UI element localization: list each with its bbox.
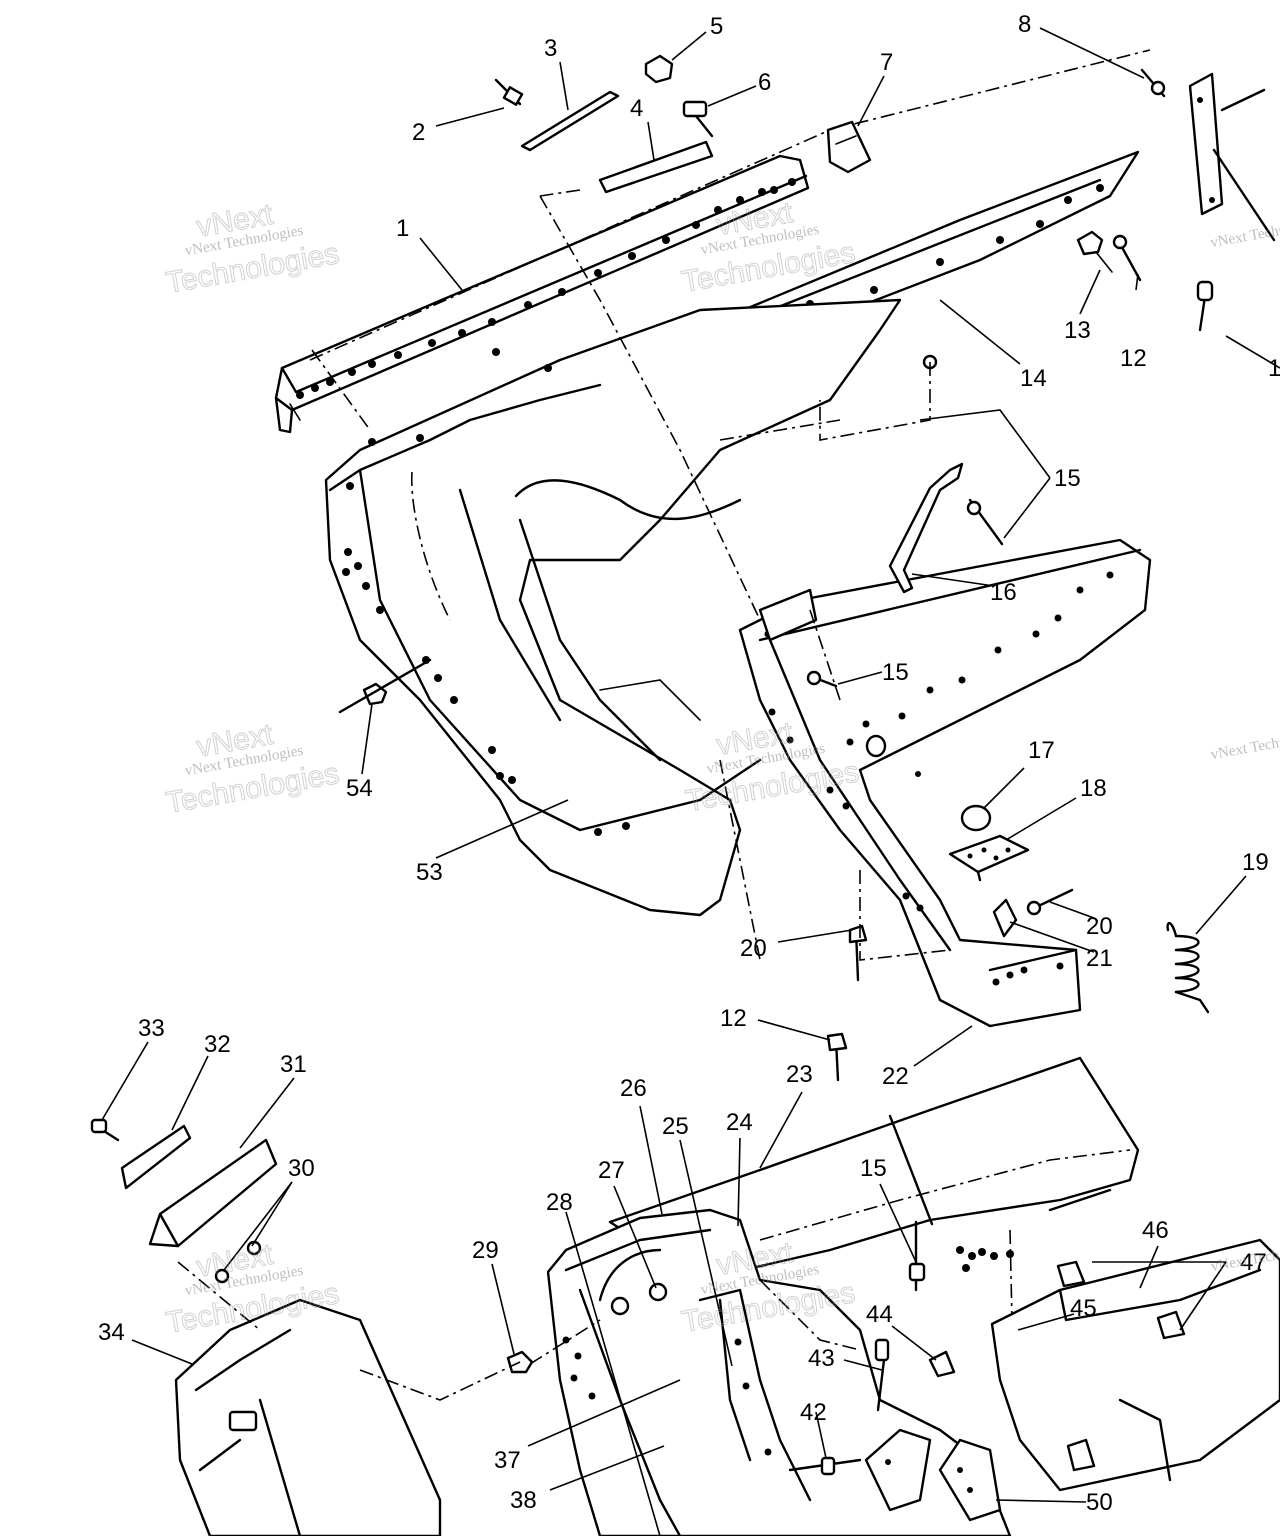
callout-54: 54 (346, 775, 373, 802)
callout-31: 31 (280, 1051, 307, 1078)
part-54-nut (338, 658, 432, 714)
callout-7: 7 (880, 49, 893, 76)
callout-25: 25 (662, 1113, 689, 1140)
callout-32: 32 (204, 1031, 231, 1058)
part-20-rivet-left (848, 924, 868, 982)
watermark-text: vNext Technologies (1209, 727, 1280, 764)
callout-21: 21 (1086, 945, 1113, 972)
part-15-rivet-lower (908, 1220, 1014, 1292)
part-20-rivet-right (1026, 888, 1074, 916)
callout-12-upper: 12 (1120, 345, 1147, 372)
callout-16: 16 (990, 579, 1017, 606)
callout-3: 3 (544, 35, 557, 62)
callout-4: 4 (630, 95, 643, 122)
part-43-bolt (874, 1338, 890, 1412)
part-21-clamp (992, 898, 1018, 938)
part-8-bolt (1140, 68, 1166, 98)
watermarks: vNext vNext Technologies Technologies vN… (163, 196, 1280, 1341)
callout-38: 38 (510, 1487, 537, 1514)
watermark-text: vNext Technologies (1209, 215, 1280, 252)
callout-19: 19 (1242, 849, 1269, 876)
callout-20-right: 20 (1086, 913, 1113, 940)
part-16-strap (888, 462, 964, 594)
callout-34: 34 (98, 1319, 125, 1346)
part-13-nut (1076, 230, 1113, 273)
callout-46: 46 (1142, 1217, 1169, 1244)
part-6-bolt (682, 100, 714, 138)
part-19-spring (1166, 922, 1210, 1014)
callout-24: 24 (726, 1109, 753, 1136)
part-5-nut (644, 54, 674, 84)
part-rivet-right-edge (1196, 280, 1214, 332)
part-33-screw (90, 1118, 120, 1142)
part-44-clip (928, 1350, 956, 1378)
part-15-rivet-mid (806, 670, 838, 688)
callout-1-cut: 1 (1268, 355, 1280, 382)
part-17-cap (865, 734, 992, 832)
leader-lines (101, 27, 1280, 1536)
part-30-screws (177, 1240, 521, 1401)
callout-29: 29 (472, 1237, 499, 1264)
callout-15-upper: 15 (1054, 465, 1081, 492)
callout-28: 28 (546, 1189, 573, 1216)
callout-26: 26 (620, 1075, 647, 1102)
part-7-clip (826, 120, 872, 174)
callout-8: 8 (1018, 11, 1031, 38)
callout-45: 45 (1070, 1295, 1097, 1322)
callout-15-mid: 15 (882, 659, 909, 686)
part-4-strip (598, 140, 714, 194)
part-2-pin (494, 78, 524, 106)
callout-5: 5 (710, 13, 723, 40)
callout-37: 37 (494, 1447, 521, 1474)
callout-47: 47 (1240, 1249, 1267, 1276)
part-15-rivet-upper (966, 498, 1004, 546)
callout-15-lower: 15 (860, 1155, 887, 1182)
callout-27: 27 (598, 1157, 625, 1184)
callout-30: 30 (288, 1155, 315, 1182)
callout-53: 53 (416, 859, 443, 886)
part-18-plate (948, 834, 1030, 882)
part-bracket-upper-right (1188, 72, 1276, 242)
part-rivet-upper-mid (819, 354, 938, 441)
callout-6: 6 (758, 69, 771, 96)
callout-labels: 1 2 3 4 5 6 7 8 12 13 14 15 16 15 17 18 … (98, 11, 1280, 1516)
callout-23: 23 (786, 1061, 813, 1088)
part-12-pin-lower (826, 1032, 848, 1082)
callout-13: 13 (1064, 317, 1091, 344)
part-31-housing (148, 1138, 278, 1248)
part-50-bracket (864, 1428, 1002, 1522)
part-27-nut (610, 1282, 668, 1316)
callout-2: 2 (412, 119, 425, 146)
callout-44: 44 (866, 1301, 893, 1328)
callout-43: 43 (808, 1345, 835, 1372)
part-bracket-mid (719, 588, 841, 961)
part-53-tub (324, 298, 902, 917)
callout-18: 18 (1080, 775, 1107, 802)
part-32-plate (120, 1124, 192, 1190)
part-3-blade (520, 90, 620, 152)
callout-12-lower: 12 (720, 1005, 747, 1032)
part-34-lower-left (174, 1298, 442, 1536)
callout-50: 50 (1086, 1489, 1113, 1516)
callout-1: 1 (396, 215, 409, 242)
part-46-side-panel (990, 1238, 1280, 1492)
callout-17: 17 (1028, 737, 1055, 764)
callout-20-left: 20 (740, 935, 767, 962)
part-12-pin-upper (1112, 234, 1142, 282)
part-22-side-panel (738, 538, 1152, 1028)
part-42-rivet (788, 1456, 862, 1476)
callout-42: 42 (800, 1399, 827, 1426)
callout-22: 22 (882, 1063, 909, 1090)
callout-33: 33 (138, 1015, 165, 1042)
callout-14: 14 (1020, 365, 1047, 392)
